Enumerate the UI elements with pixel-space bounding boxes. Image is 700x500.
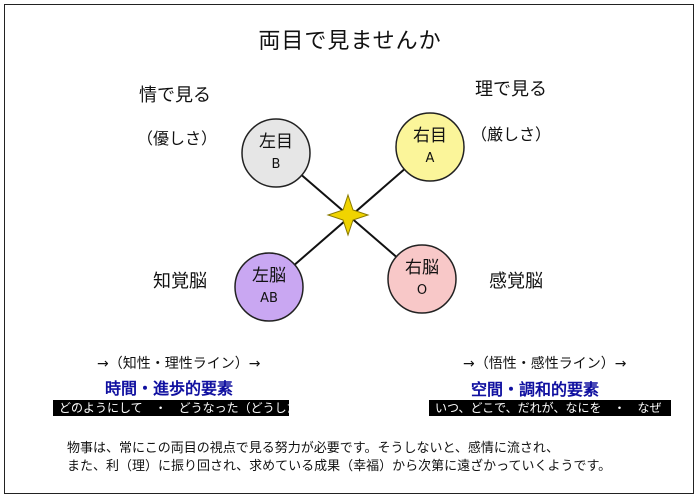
left-key-label: 時間・進歩的要素 (105, 379, 234, 398)
center-star-icon (326, 193, 370, 237)
right-eye-circle (395, 112, 465, 182)
right-eye-blood-type: A (426, 151, 435, 166)
left-bottom-label: 知覚脳 (153, 271, 207, 292)
eye-brain-diagram: 左目 B 右目 A 左脳 AB 右脳 O (234, 112, 465, 322)
left-eye-label: 左目 (259, 132, 293, 152)
left-eye-circle (241, 118, 311, 188)
left-top-sub: （優しさ） (137, 129, 218, 148)
left-eye-blood-type: B (272, 157, 281, 172)
note-line-1: 物事は、常にこの両目の視点で見る努力が必要です。そうしないと、感情に流され、 (67, 441, 560, 456)
left-brain-blood-type: AB (260, 291, 278, 306)
right-top-label: 理で見る (475, 79, 547, 100)
left-top-label: 情で見る (139, 85, 211, 106)
left-black-bar: どのようにして ・ どうなった（どうしたい） (53, 400, 323, 416)
note-line-2: また、利（理）に振り回され、求めている成果（幸福）から次第に遠ざかっていくようで… (67, 459, 612, 474)
right-top-sub: （厳しさ） (471, 125, 552, 144)
right-flow-label: →（悟性・感性ライン）→ (463, 356, 627, 372)
right-black-bar: いつ、どこで、だれが、なにを ・ なぜ (429, 400, 671, 416)
left-brain-label: 左脳 (252, 266, 286, 286)
right-brain-circle (387, 244, 457, 314)
right-eye-label: 右目 (413, 126, 447, 146)
page-title: 両目で見ませんか (258, 29, 442, 54)
right-bottom-label: 感覚脳 (489, 271, 543, 292)
right-brain-blood-type: O (417, 283, 427, 298)
left-flow-label: →（知性・理性ライン）→ (97, 356, 261, 372)
left-brain-circle (234, 252, 304, 322)
right-brain-label: 右脳 (405, 258, 439, 278)
right-key-label: 空間・調和的要素 (471, 380, 600, 399)
diagram-frame: 両目で見ませんか 情で見る （優しさ） 理で見る （厳しさ） 知覚脳 感覚脳 左… (4, 4, 694, 494)
